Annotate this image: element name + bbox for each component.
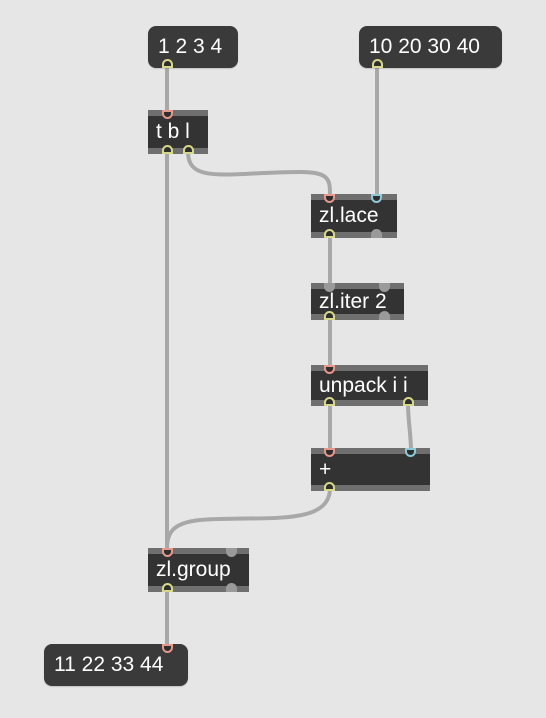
message-box-list-b[interactable]: 10 20 30 40 <box>359 26 502 68</box>
outlet-port[interactable] <box>324 311 335 320</box>
object-text: unpack i i <box>319 373 408 397</box>
object-text: + <box>319 457 332 481</box>
outlet-port[interactable] <box>324 482 335 491</box>
outlet-port[interactable] <box>162 59 173 68</box>
inlet-port[interactable] <box>162 644 173 653</box>
outlet-port[interactable] <box>371 229 382 238</box>
message-text: 11 22 33 44 <box>54 653 164 676</box>
cord-unpack-right-to-add <box>406 402 413 453</box>
inlet-port[interactable] <box>324 365 335 374</box>
inlet-port[interactable] <box>226 548 237 557</box>
inlet-port[interactable] <box>324 283 335 292</box>
inlet-port[interactable] <box>324 448 335 457</box>
inlet-port[interactable] <box>405 448 416 457</box>
outlet-port[interactable] <box>379 311 390 320</box>
message-text: 1 2 3 4 <box>158 35 223 58</box>
outlet-port[interactable] <box>324 229 335 238</box>
cord-trigger-to-lace <box>186 150 332 198</box>
outlet-port[interactable] <box>372 59 383 68</box>
outlet-port[interactable] <box>183 145 194 154</box>
outlet-port[interactable] <box>162 583 173 592</box>
object-text: zl.iter 2 <box>319 289 387 313</box>
object-box-trigger[interactable]: t b l <box>148 110 208 154</box>
object-text: zl.group <box>156 558 231 581</box>
outlet-port[interactable] <box>324 397 335 406</box>
object-text: t b l <box>156 120 190 143</box>
outlet-port[interactable] <box>403 397 414 406</box>
message-text: 10 20 30 40 <box>369 35 480 58</box>
inlet-port[interactable] <box>371 194 382 203</box>
inlet-port[interactable] <box>324 194 335 203</box>
object-box-unpack[interactable]: unpack i i <box>311 365 428 406</box>
inlet-port[interactable] <box>162 548 173 557</box>
outlet-port[interactable] <box>162 145 173 154</box>
cord-add-to-group <box>165 486 332 552</box>
inlet-port[interactable] <box>162 110 173 119</box>
object-text: zl.lace <box>319 204 379 227</box>
outlet-port[interactable] <box>226 583 237 592</box>
inlet-port[interactable] <box>379 283 390 292</box>
